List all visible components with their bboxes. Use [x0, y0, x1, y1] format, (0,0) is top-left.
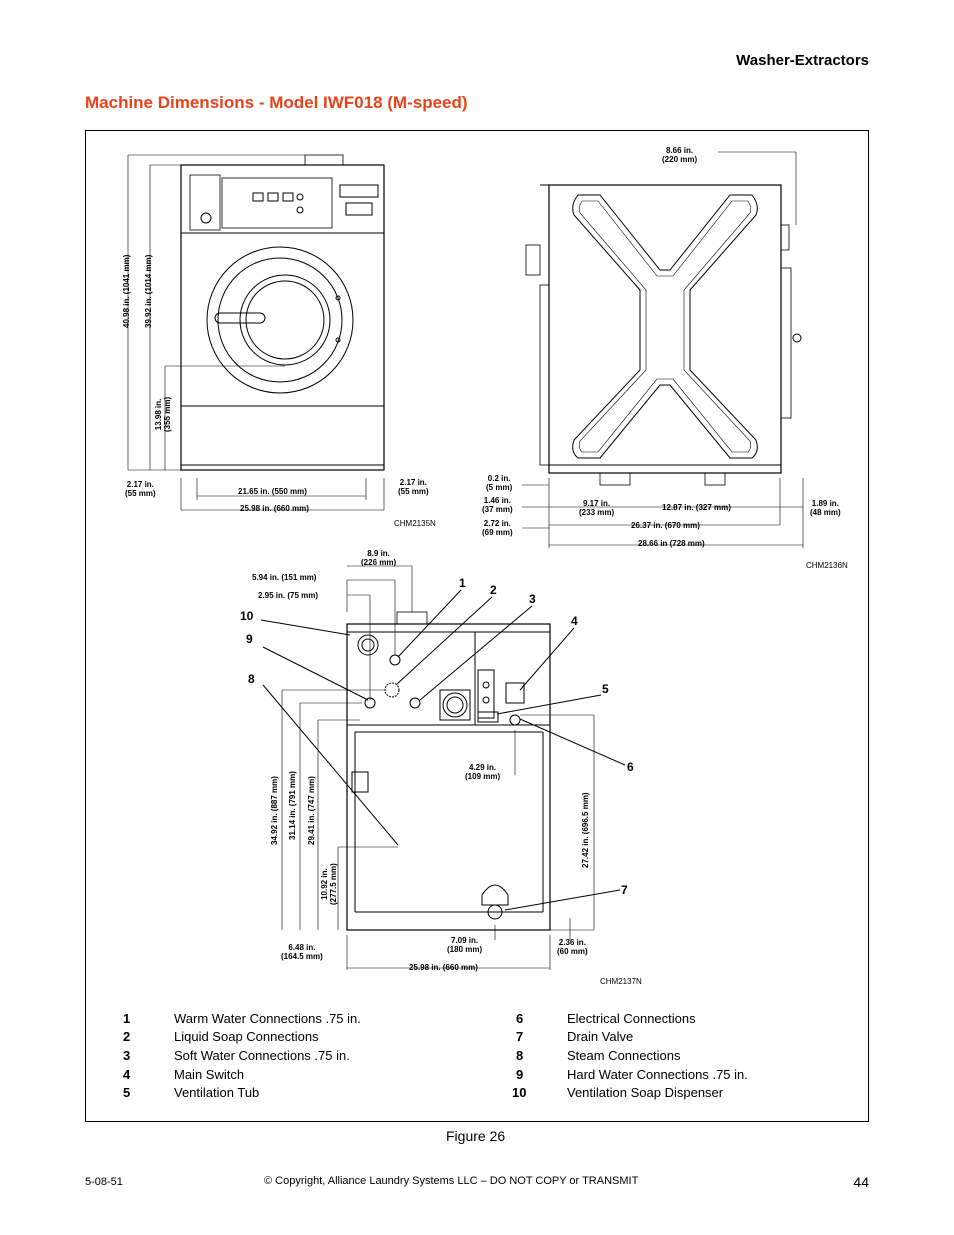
dim-rear-h1: 34.92 in. (887 mm): [270, 776, 279, 845]
figure-caption: Figure 26: [446, 1128, 506, 1144]
callout-2: 2: [490, 583, 497, 597]
dim-rear-f: 6.48 in. (164.5 mm): [281, 943, 323, 961]
callout-3: 3: [529, 592, 536, 606]
callout-7: 7: [621, 883, 628, 897]
dim-rear-width: 25.98 in. (660 mm): [409, 963, 478, 972]
dim-rear-h: 2.36 in. (60 mm): [557, 938, 588, 956]
dim-rear-h5: 27.42 in. (696.5 mm): [581, 792, 590, 868]
dim-d6: 1.89 in. (48 mm): [810, 499, 841, 517]
dim-d1: 0.2 in. (5 mm): [486, 474, 513, 492]
dim-rear-h4: 10.92 in. (277.5 mm): [320, 863, 338, 905]
dim-rear-h3: 29.41 in. (747 mm): [307, 776, 316, 845]
legend-num: 8: [516, 1048, 524, 1063]
dim-d8: 28.66 in (728 mm): [638, 539, 705, 548]
legend-text: Ventilation Tub: [174, 1085, 260, 1100]
dim-d4: 9.17 in. (233 mm): [579, 499, 615, 517]
dim-d2: 1.46 in. (37 mm): [482, 496, 513, 514]
callout-4: 4: [571, 614, 578, 628]
rear-view-drawing: [260, 565, 626, 970]
callout-5: 5: [602, 682, 609, 696]
legend-num: 9: [516, 1067, 524, 1082]
legend-text: Drain Valve: [567, 1029, 634, 1044]
dim-rear-e: 4.29 in. (109 mm): [465, 763, 501, 781]
dim-rear-a: 8.9 in. (226 mm): [361, 549, 397, 567]
legend-num: 2: [123, 1029, 131, 1044]
copyright-notice: © Copyright, Alliance Laundry Systems LL…: [264, 1175, 639, 1187]
dim-rear-c: 2.95 in. (75 mm): [258, 591, 319, 600]
legend-text: Warm Water Connections .75 in.: [174, 1011, 361, 1026]
legend-num: 1: [123, 1011, 131, 1026]
legend-text: Main Switch: [174, 1067, 245, 1082]
dim-left-offset: 2.17 in. (55 mm): [125, 480, 156, 498]
legend-num: 6: [516, 1011, 524, 1026]
dim-d7: 26.37 in. (670 mm): [631, 521, 700, 530]
callout-8: 8: [248, 672, 255, 686]
legend-text: Liquid Soap Connections: [174, 1029, 319, 1044]
page-number: 44: [853, 1174, 869, 1190]
dim-front-width: 25.98 in. (660 mm): [240, 504, 309, 513]
legend-text: Hard Water Connections .75 in.: [567, 1067, 748, 1082]
legend-text: Ventilation Soap Dispenser: [567, 1085, 724, 1100]
drawing-code-rear: CHM2137N: [600, 977, 642, 986]
document-number: 5-08-51: [85, 1176, 123, 1188]
legend-num: 5: [123, 1085, 131, 1100]
dim-rear-g: 7.09 in. (180 mm): [447, 936, 483, 954]
dim-d3: 2.72 in. (69 mm): [482, 519, 513, 537]
legend-num: 7: [516, 1029, 524, 1044]
figure-frame: [85, 130, 869, 1122]
legend-num: 10: [512, 1085, 527, 1100]
dim-overall-height: 40.98 in. (1041 mm): [122, 254, 131, 328]
legend-num: 3: [123, 1048, 131, 1063]
drawing-code-side: CHM2136N: [806, 561, 848, 570]
legend-text: Soft Water Connections .75 in.: [174, 1048, 350, 1063]
front-view-drawing: [127, 154, 385, 511]
side-view-drawing: [522, 151, 804, 548]
dim-right-offset: 2.17 in. (55 mm): [398, 478, 429, 496]
drawing-code-front: CHM2135N: [394, 519, 436, 528]
callout-10: 10: [240, 609, 254, 623]
section-title: Machine Dimensions - Model IWF018 (M-spe…: [85, 93, 468, 112]
dim-top-offset: 8.66 in. (220 mm): [662, 146, 698, 164]
legend-text: Electrical Connections: [567, 1011, 696, 1026]
dim-rear-b: 5.94 in. (151 mm): [252, 573, 317, 582]
header-title: Washer-Extractors: [736, 52, 869, 69]
callout-1: 1: [459, 576, 466, 590]
dim-rear-h2: 31.14 in. (791 mm): [288, 771, 297, 840]
callout-9: 9: [246, 632, 253, 646]
callout-6: 6: [627, 760, 634, 774]
dim-cabinet-height: 39.92 in. (1014 mm): [144, 254, 153, 328]
dim-door-center: 13.98 in. (355 mm): [154, 396, 172, 432]
legend-text: Steam Connections: [567, 1048, 681, 1063]
legend-num: 4: [123, 1067, 131, 1082]
dim-foot-span: 21.65 in. (550 mm): [238, 487, 307, 496]
dim-d5: 12.87 in. (327 mm): [662, 503, 731, 512]
